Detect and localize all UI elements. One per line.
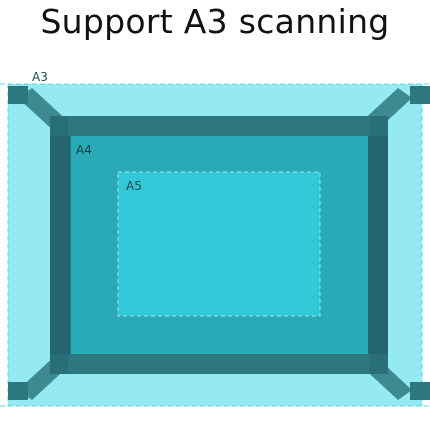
foot-top-right [410,86,430,104]
a5-area [118,172,320,316]
scanner-frame-top-bar [68,116,370,136]
a3-label: A3 [32,70,48,84]
a5-label: A5 [126,179,142,193]
scanner-frame-left-bar [50,136,70,354]
foot-top-left [8,86,28,104]
page-title: Support A3 scanning [40,2,390,41]
scanner-illustration: A3 A4 A5 [0,68,430,430]
foot-bottom-left [8,382,28,400]
foot-bottom-right [410,382,430,400]
a4-label: A4 [76,143,92,157]
scanner-illustration-svg: A3 A4 A5 [0,70,430,407]
scanner-frame-right-bar [368,136,388,354]
a5-outline [117,171,321,317]
scanner-frame-bottom-bar [68,354,370,374]
